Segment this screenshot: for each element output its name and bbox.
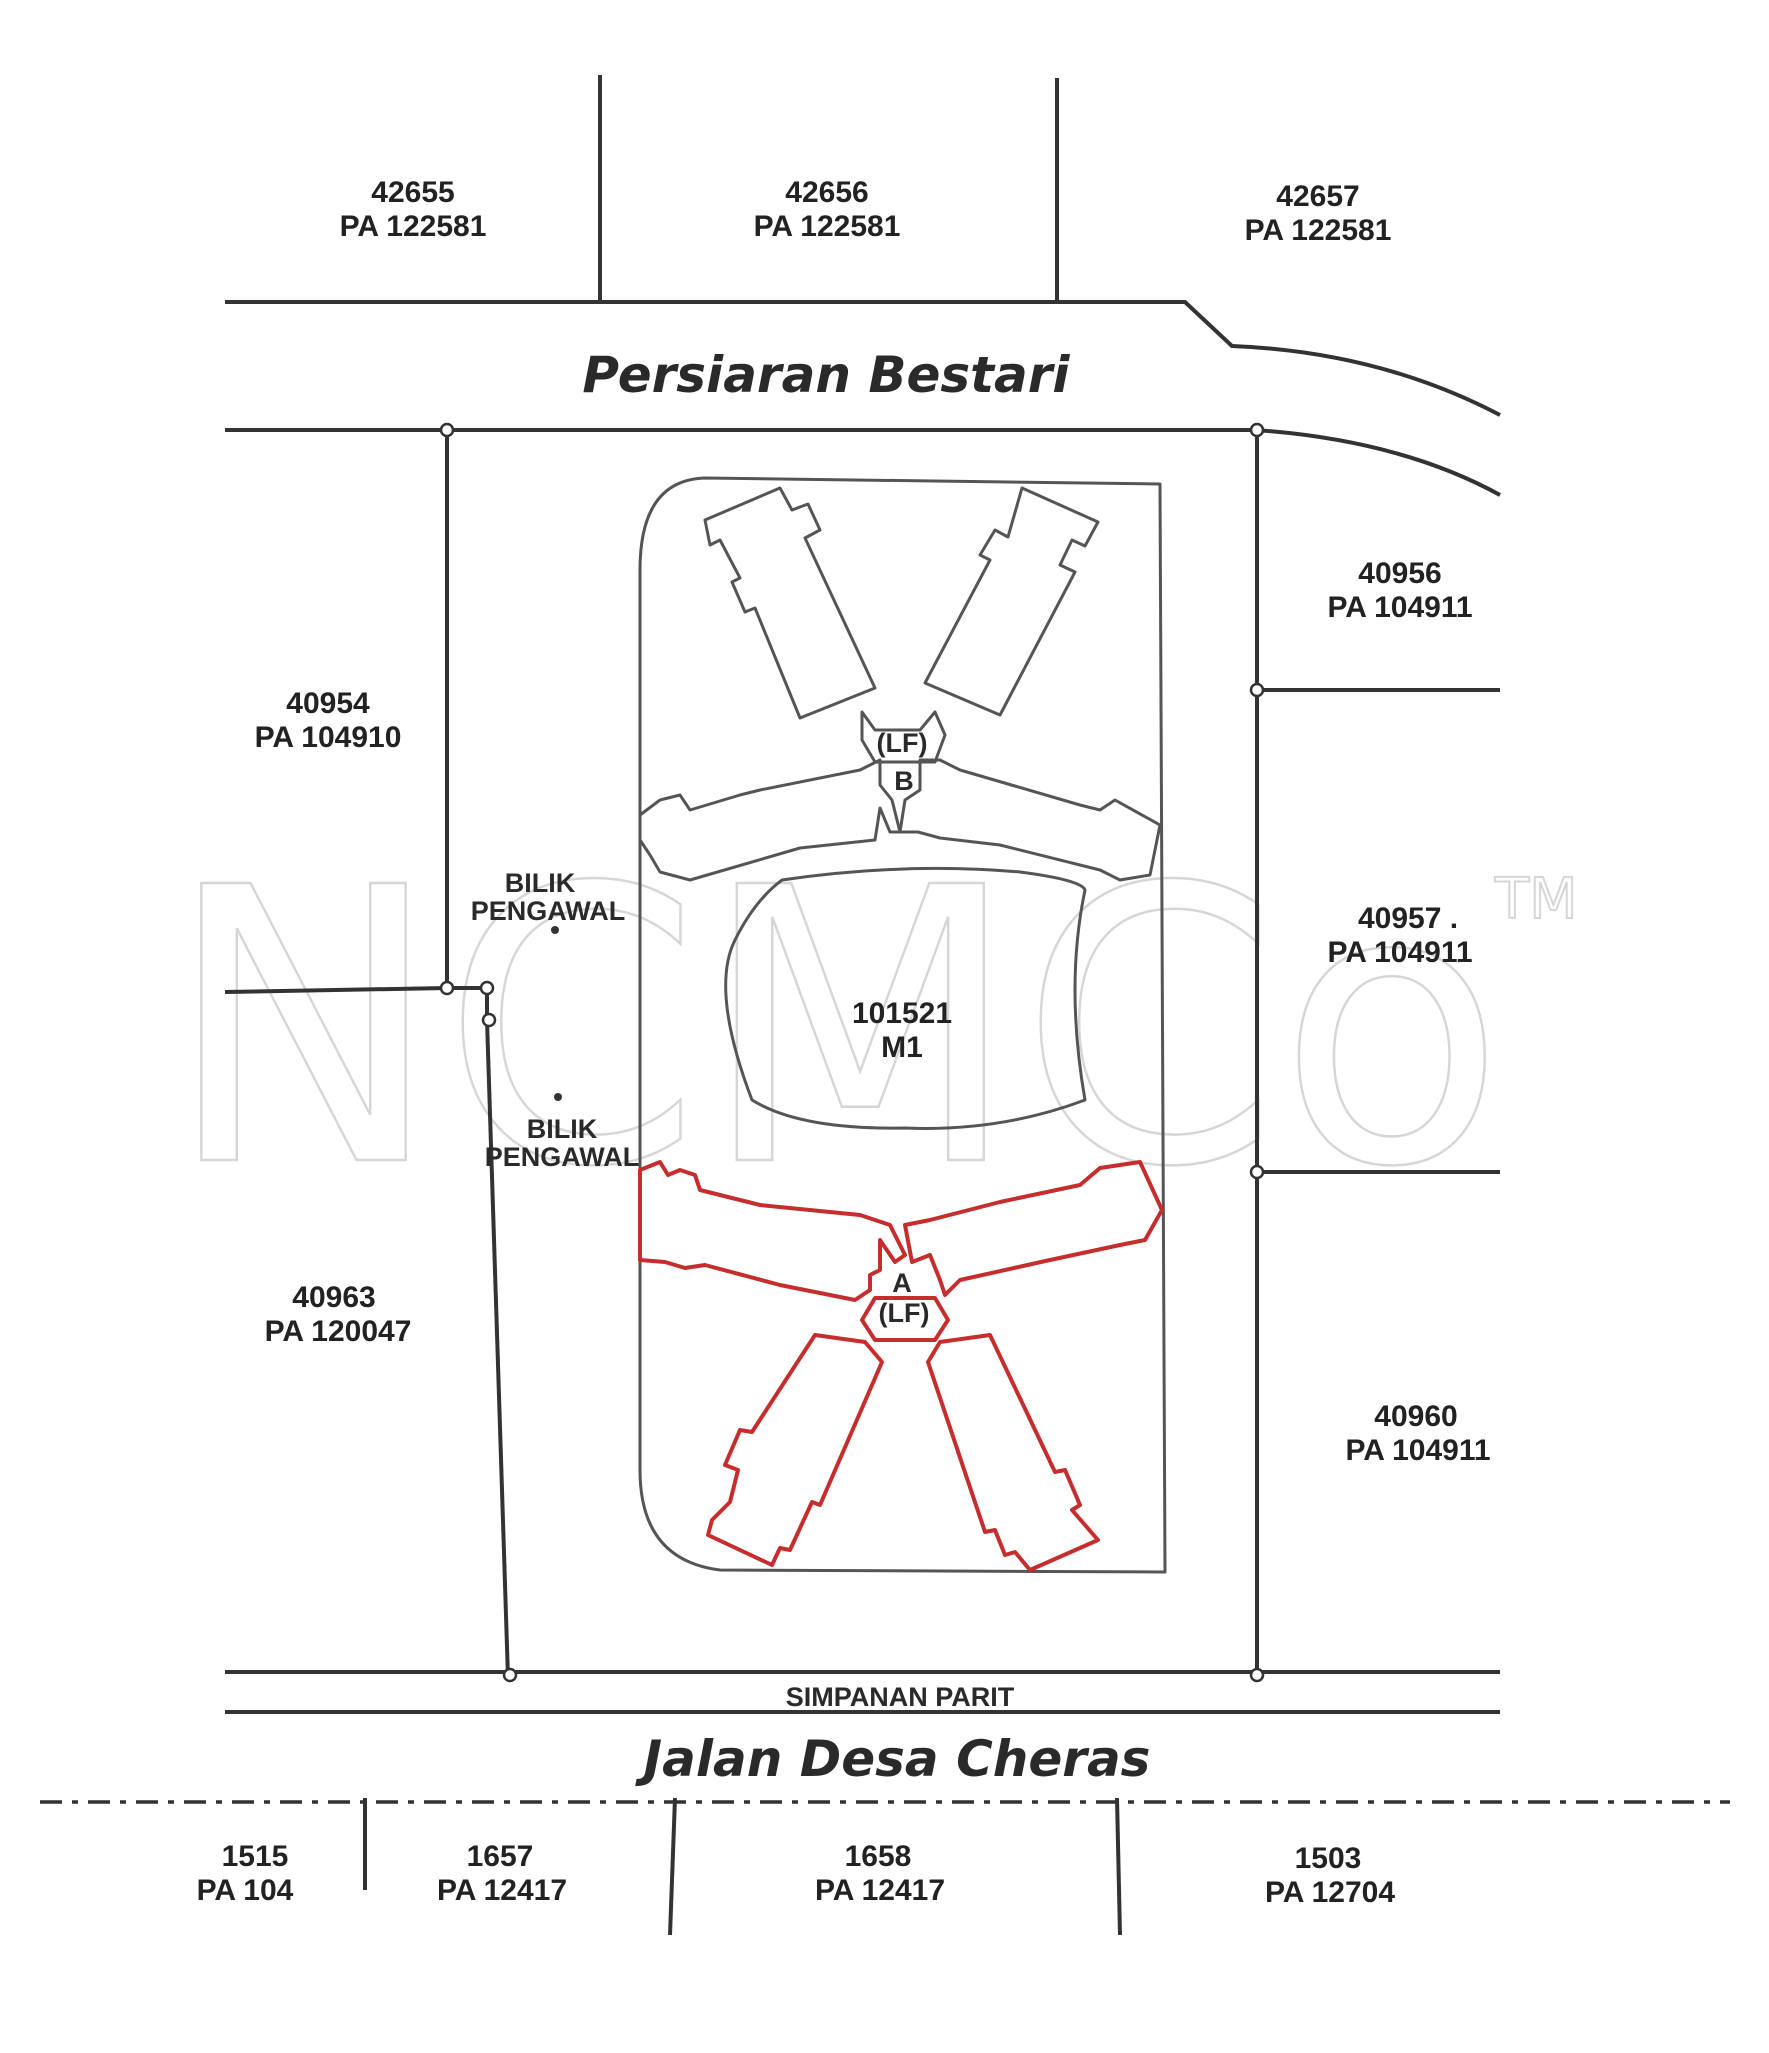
guardhouse-north-label-2: PENGAWAL [471, 896, 626, 926]
lot-1657-number: 1657 [467, 1840, 534, 1873]
lot-1658-pa: PA 12417 [815, 1874, 945, 1907]
block-b-letter: B [894, 766, 914, 796]
block-a-east-wing [903, 1160, 1164, 1297]
block-a-southeast-wing [926, 1333, 1100, 1572]
guardhouse-south-label-2: PENGAWAL [485, 1142, 640, 1172]
lot-40963-pa: PA 120047 [265, 1315, 412, 1348]
node [1249, 422, 1265, 438]
lot-labels: 42655 PA 122581 42656 PA 122581 42657 PA… [197, 176, 1491, 1909]
guardhouse-south-marker [554, 1093, 562, 1101]
lot-42655-pa: PA 122581 [340, 210, 487, 243]
lot-1503-pa: PA 12704 [1265, 1876, 1395, 1909]
lot-42656-pa: PA 122581 [754, 210, 901, 243]
persiaran-bestari-south-edge [225, 428, 1501, 497]
lot-40957-pa: PA 104911 [1327, 936, 1472, 969]
block-a-lift-core [860, 1296, 950, 1342]
block-b: (LF) B [638, 486, 1162, 882]
guardhouse-south-label-1: BILIK [527, 1114, 598, 1144]
watermark-text: NCMCo [165, 807, 1505, 1250]
lot-40957-number: 40957 . [1358, 902, 1458, 935]
lot-1515-pa: PA 104 [197, 1874, 294, 1907]
block-b-east-wing [898, 758, 1162, 882]
boundary-1658-1503 [1115, 1797, 1122, 1936]
persiaran-bestari-north-edge [225, 300, 1501, 417]
drain-reserve-label: SIMPANAN PARIT [786, 1682, 1015, 1712]
lot-40960-number: 40960 [1374, 1400, 1457, 1433]
guardhouse-north-marker [551, 926, 559, 934]
block-a-lift-label: (LF) [879, 1298, 930, 1328]
node [1249, 682, 1265, 698]
block-a: (LF) A [638, 1160, 1164, 1572]
lot-1658-number: 1658 [845, 1840, 912, 1873]
block-a-west-wing [638, 1160, 907, 1302]
lot-42657-number: 42657 [1276, 180, 1359, 213]
boundary-nodes [439, 422, 1265, 1683]
block-b-northwest-wing [703, 486, 877, 720]
node [1249, 1164, 1265, 1180]
block-b-west-wing [638, 758, 902, 882]
node [1249, 1667, 1265, 1683]
lot-1515-number: 1515 [222, 1840, 289, 1873]
road-name-north: Persiaran Bestari [582, 346, 1070, 404]
node [502, 1667, 518, 1683]
lot-40954-pa: PA 104910 [255, 721, 402, 754]
watermark: NCMCo TM [164, 806, 1579, 1252]
block-a-southwest-wing [706, 1333, 884, 1567]
watermark-tm: TM [1494, 867, 1578, 932]
lot-40954-number: 40954 [286, 687, 370, 720]
node [481, 1012, 497, 1028]
node [439, 980, 455, 996]
lot-42655-number: 42655 [371, 176, 454, 209]
lot-1503-number: 1503 [1295, 1842, 1362, 1875]
lot-40956-number: 40956 [1358, 557, 1441, 590]
lot-42656-number: 42656 [785, 176, 868, 209]
node [479, 980, 495, 996]
boundary-40954-40963 [224, 986, 448, 994]
central-courtyard [724, 866, 1087, 1130]
boundary-1657-1658 [668, 1797, 677, 1936]
block-b-lift-label: (LF) [877, 728, 928, 758]
lot-1657-pa: PA 12417 [437, 1874, 567, 1907]
node [439, 422, 455, 438]
lot-40960-pa: PA 104911 [1345, 1434, 1490, 1467]
guardhouse-north-label-1: BILIK [505, 868, 576, 898]
block-b-lift-core [860, 710, 947, 764]
lot-101521-number: 101521 [852, 997, 952, 1030]
lot-42657-pa: PA 122581 [1245, 214, 1392, 247]
lot-40963-number: 40963 [292, 1281, 375, 1314]
site-outline-101521 [638, 476, 1167, 1574]
lot-101521-title: M1 [881, 1031, 923, 1064]
road-name-south: Jalan Desa Cheras [635, 1730, 1151, 1788]
lot-40956-pa: PA 104911 [1327, 591, 1472, 624]
block-a-letter: A [892, 1268, 912, 1298]
lot-boundaries [40, 75, 1730, 1936]
block-b-northeast-wing [923, 486, 1100, 717]
